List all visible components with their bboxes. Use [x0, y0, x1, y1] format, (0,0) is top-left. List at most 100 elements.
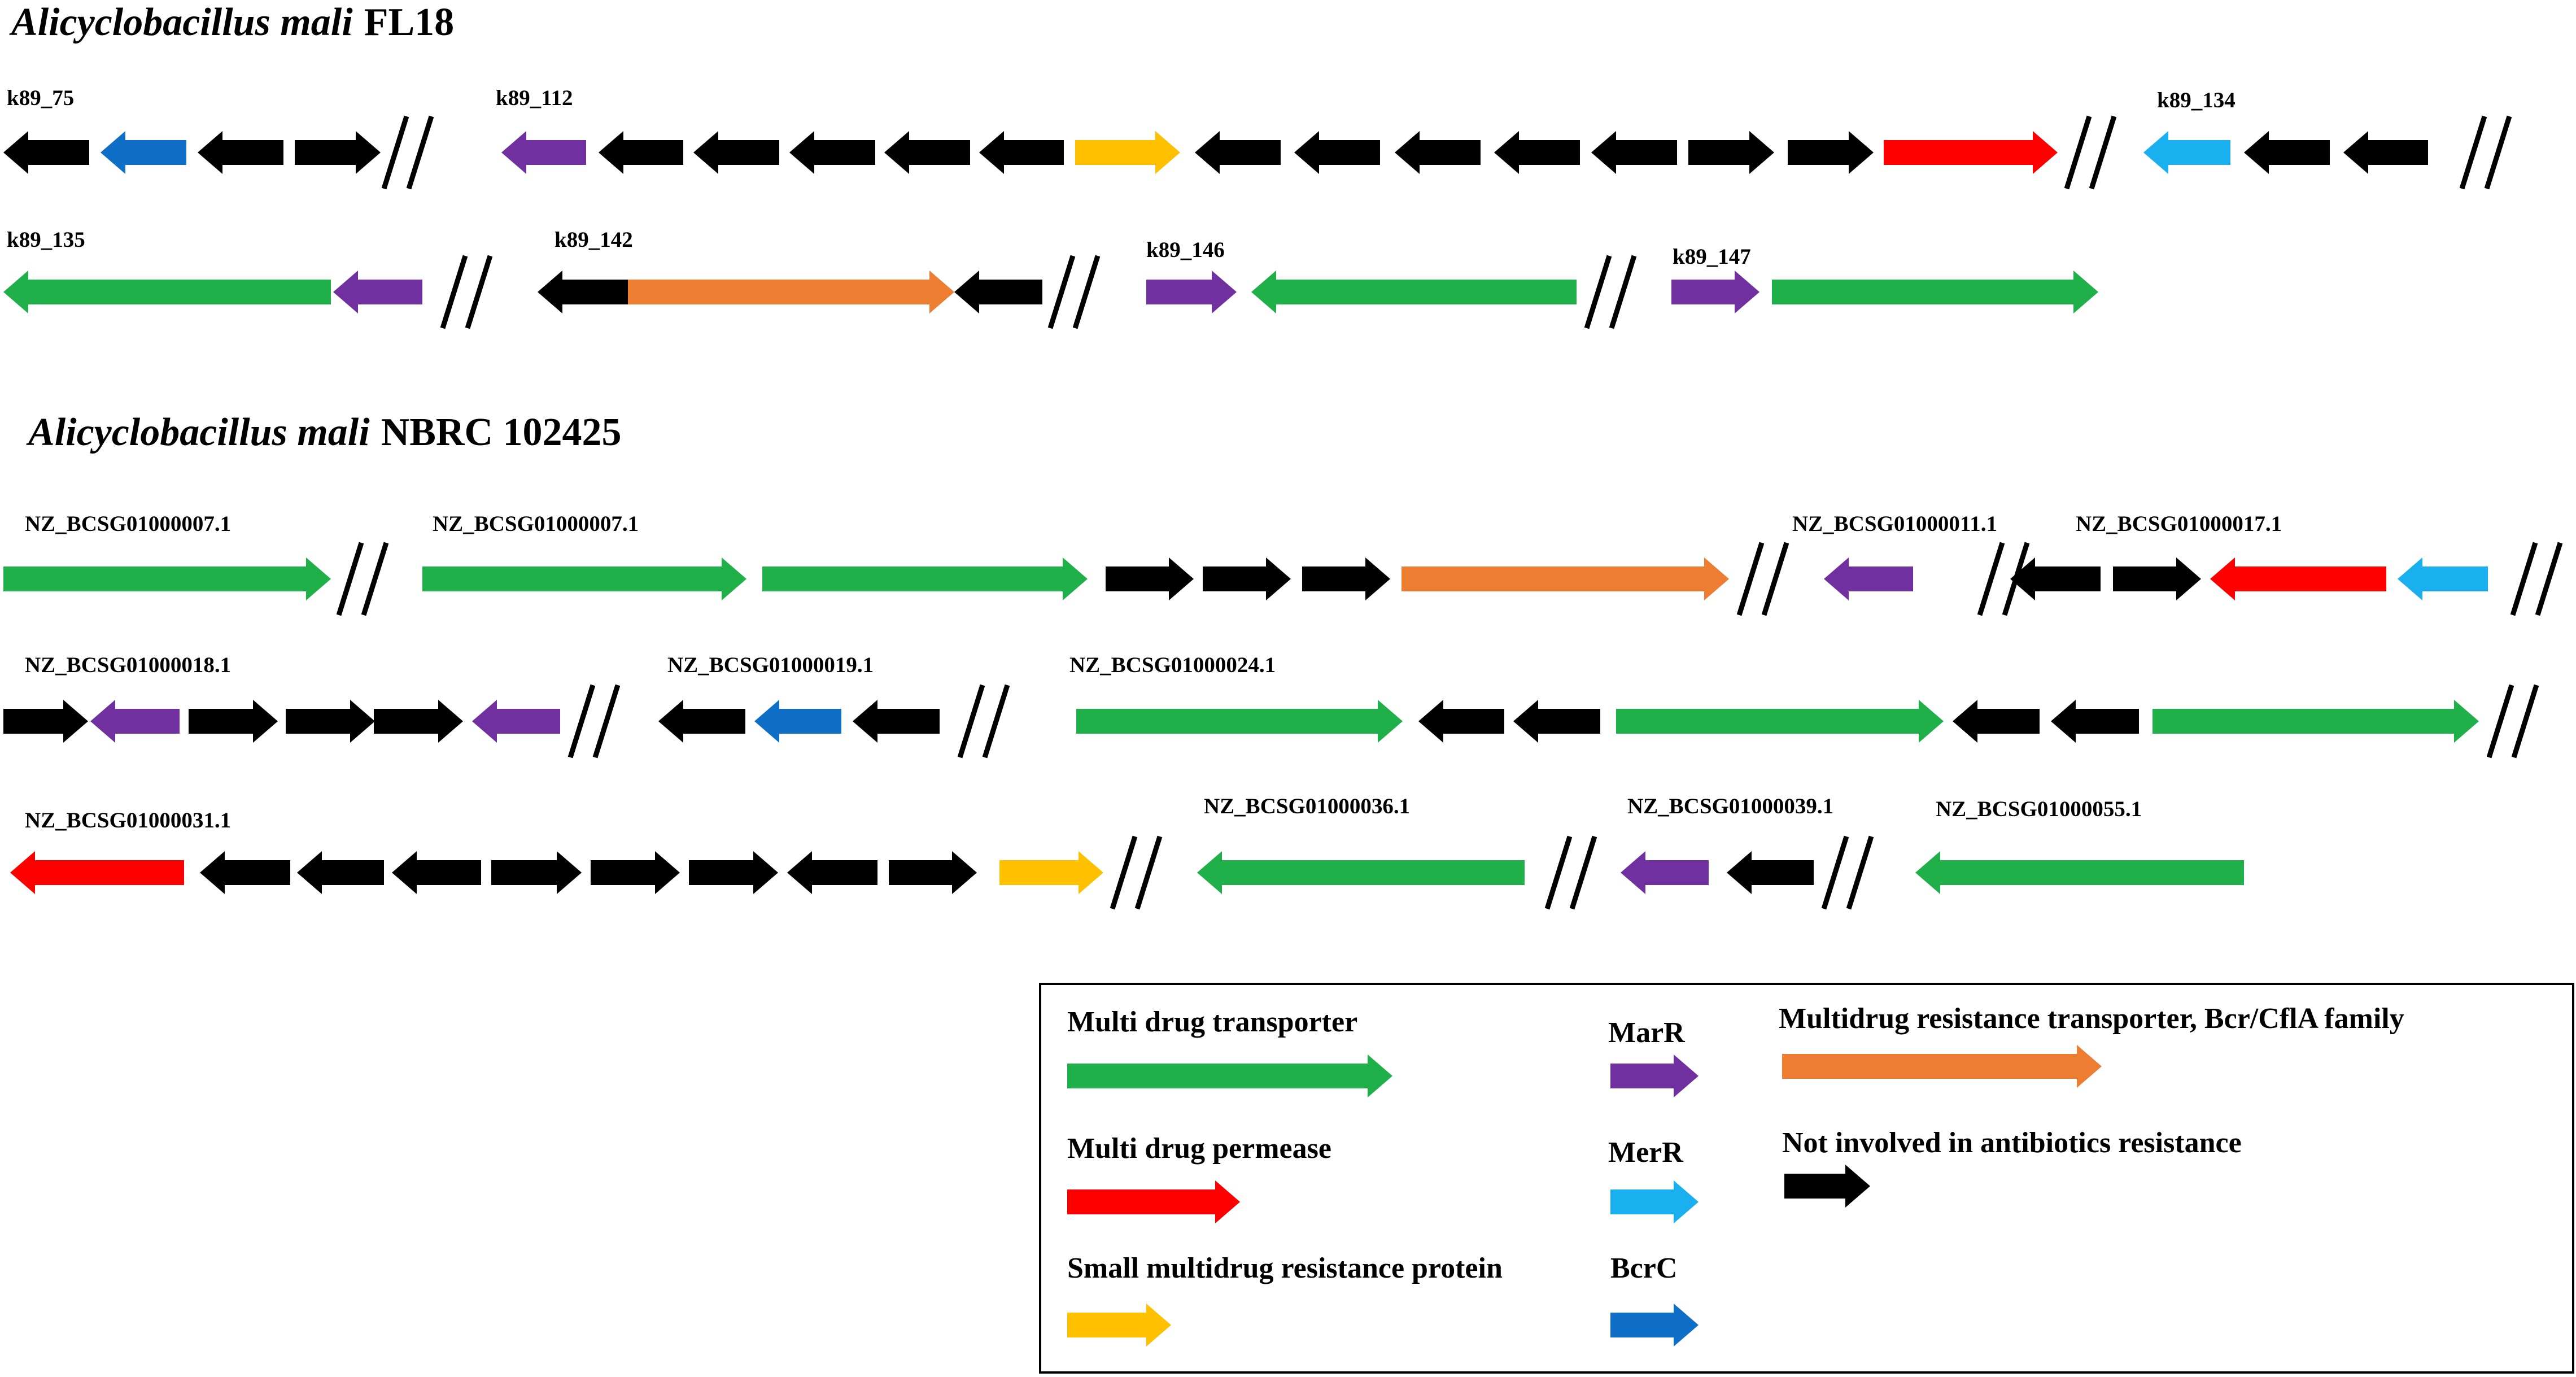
gene-arrow-not-involved — [2010, 557, 2101, 600]
gene-arrow-small-mdr-protein — [999, 851, 1103, 894]
legend-label-small-mdr-protein: Small multidrug resistance protein — [1067, 1252, 1503, 1284]
contig-label: k89_134 — [2157, 88, 2236, 112]
gene-arrow-bcr-cfla — [628, 271, 954, 313]
gene-arrow-marr — [1824, 557, 1913, 600]
gene-arrow-not-involved — [189, 700, 278, 743]
contig-label: NZ_BCSG01000031.1 — [25, 808, 231, 833]
gene-arrow-merr — [2143, 131, 2230, 174]
gene-arrow-marr — [90, 700, 180, 743]
contig-label: k89_75 — [7, 86, 74, 110]
gene-arrow-multidrug-transporter — [1251, 271, 1577, 313]
legend-label-not-involved: Not involved in antibiotics resistance — [1782, 1127, 2242, 1159]
gene-row — [3, 684, 2539, 759]
gene-arrow-not-involved — [1688, 131, 1774, 174]
legend: Multi drug transporter Multi drug permea… — [1039, 983, 2574, 1374]
gene-arrow-not-involved — [3, 131, 89, 174]
gene-arrow-marr — [333, 271, 422, 313]
gene-arrow-not-involved — [693, 131, 779, 174]
gene-arrow-not-involved — [1106, 557, 1194, 600]
legend-arrow-bcrc — [1610, 1304, 1699, 1347]
contig-break-mark — [381, 115, 434, 190]
gene-arrow-not-involved — [599, 131, 683, 174]
gene-arrow-not-involved — [1395, 131, 1481, 174]
gene-arrow-not-involved — [954, 271, 1042, 313]
gene-arrow-not-involved — [1788, 131, 1874, 174]
gene-arrow-multidrug-transporter — [1076, 700, 1403, 743]
gene-arrow-not-involved — [374, 700, 463, 743]
gene-arrow-multidrug-transporter — [1197, 851, 1525, 894]
contig-break-mark — [2064, 115, 2117, 190]
gene-arrow-multidrug-permease — [10, 851, 184, 894]
gene-arrow-not-involved — [491, 851, 582, 894]
gene-arrow-multidrug-transporter — [2153, 700, 2479, 743]
contig-label: NZ_BCSG01000007.1 — [433, 512, 639, 536]
legend-label-multidrug-permease: Multi drug permease — [1067, 1132, 1331, 1165]
contig-break-mark — [336, 542, 389, 616]
gene-arrow-not-involved — [297, 851, 384, 894]
gene-arrow-not-involved — [689, 851, 778, 894]
gene-arrow-not-involved — [979, 131, 1064, 174]
gene-row — [3, 255, 2098, 329]
strain-name: FL18 — [364, 1, 454, 44]
gene-arrow-not-involved — [2113, 557, 2201, 600]
gene-row — [3, 542, 2563, 616]
contig-label: k89_142 — [555, 228, 633, 252]
gene-arrow-not-involved — [538, 271, 628, 313]
legend-label-bcr-cfla: Multidrug resistance transporter, Bcr/Cf… — [1779, 1003, 2404, 1035]
gene-arrow-not-involved — [787, 851, 877, 894]
gene-arrow-not-involved — [200, 851, 290, 894]
gene-arrow-not-involved — [1727, 851, 1814, 894]
legend-arrow-marr — [1610, 1054, 1699, 1097]
gene-arrow-multidrug-transporter — [1915, 851, 2244, 894]
gene-arrow-bcrc — [101, 131, 186, 174]
gene-arrow-bcrc — [754, 700, 841, 743]
gene-arrow-not-involved — [1294, 131, 1380, 174]
contig-label: NZ_BCSG01000011.1 — [1792, 512, 1997, 536]
gene-rows — [3, 115, 2563, 910]
gene-arrow-not-involved — [286, 700, 375, 743]
contig-break-mark — [1544, 835, 1597, 910]
contig-break-mark — [957, 684, 1010, 759]
legend-arrow-not-involved — [1784, 1165, 1870, 1208]
section-title-nbrc: Alicyclobacillus mali NBRC 102425 — [26, 411, 622, 454]
contig-break-mark — [1736, 542, 1789, 616]
gene-arrow-multidrug-transporter — [422, 557, 746, 600]
contig-break-mark — [440, 255, 493, 329]
contig-label: k89_135 — [7, 228, 85, 252]
gene-arrow-not-involved — [295, 131, 381, 174]
legend-label-marr: MarR — [1608, 1017, 1686, 1049]
gene-arrow-marr — [472, 700, 560, 743]
gene-arrow-not-involved — [392, 851, 481, 894]
gene-arrow-not-involved — [1591, 131, 1677, 174]
gene-arrow-not-involved — [1418, 700, 1504, 743]
gene-arrow-not-involved — [1195, 131, 1281, 174]
gene-arrow-not-involved — [853, 700, 940, 743]
contig-break-mark — [1821, 835, 1874, 910]
contig-break-mark — [2510, 542, 2563, 616]
legend-arrow-merr — [1610, 1180, 1699, 1223]
contig-label: NZ_BCSG01000024.1 — [1069, 653, 1276, 677]
gene-arrow-multidrug-transporter — [3, 271, 331, 313]
legend-arrow-multidrug-transporter — [1067, 1054, 1392, 1097]
gene-arrow-bcr-cfla — [1401, 557, 1729, 600]
gene-arrow-not-involved — [1513, 700, 1600, 743]
gene-arrow-not-involved — [1302, 557, 1390, 600]
contig-break-mark — [1110, 835, 1163, 910]
gene-arrow-not-involved — [2051, 700, 2139, 743]
gene-arrow-small-mdr-protein — [1075, 131, 1180, 174]
contig-label: k89_112 — [496, 86, 573, 110]
contig-break-mark — [2486, 684, 2539, 759]
gene-arrow-not-involved — [591, 851, 680, 894]
contig-label: k89_147 — [1673, 245, 1751, 269]
gene-arrow-not-involved — [2244, 131, 2330, 174]
contig-label: NZ_BCSG01000018.1 — [25, 653, 231, 677]
gene-arrow-not-involved — [2343, 131, 2428, 174]
gene-arrow-marr — [1621, 851, 1709, 894]
gene-arrow-not-involved — [198, 131, 283, 174]
gene-arrow-multidrug-transporter — [1772, 271, 2098, 313]
contig-label: NZ_BCSG01000017.1 — [2076, 512, 2282, 536]
legend-label-multidrug-transporter: Multi drug transporter — [1067, 1006, 1357, 1038]
contig-label: NZ_BCSG01000055.1 — [1936, 797, 2142, 821]
legend-arrow-multidrug-permease — [1067, 1180, 1240, 1223]
